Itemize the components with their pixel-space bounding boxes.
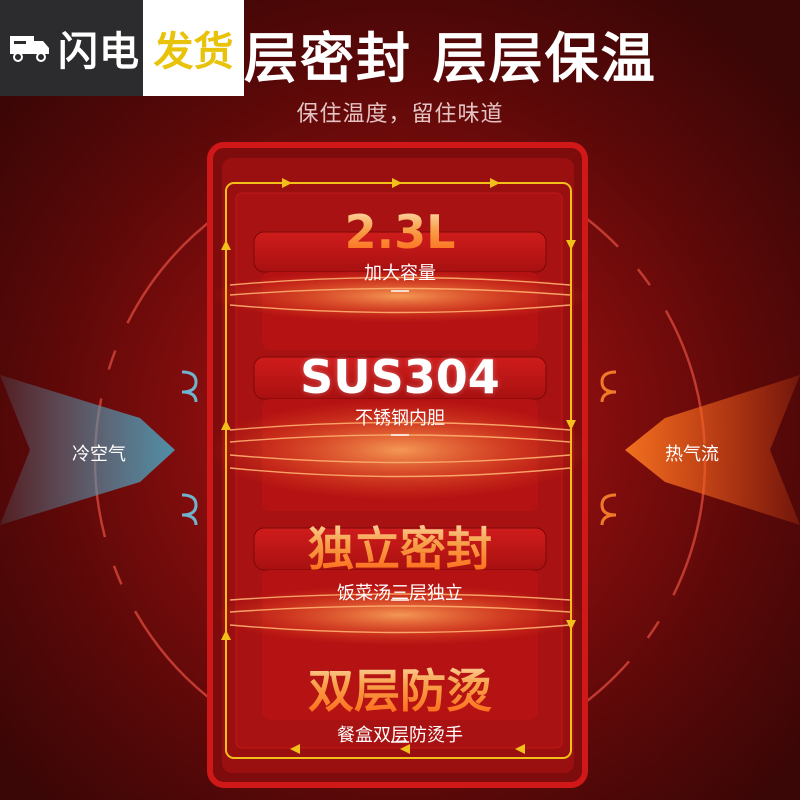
container-4-caption: 餐盒双层防烫手 bbox=[337, 725, 463, 746]
cold-swirl-icon bbox=[181, 370, 198, 526]
container-1-label: 2.3L 加大容量 bbox=[0, 205, 800, 285]
heat-glow-1 bbox=[210, 270, 590, 322]
badge-right: 发货 bbox=[143, 0, 244, 96]
hot-swirl-icon bbox=[600, 370, 617, 526]
container-3-label: 独立密封 饭菜汤三层独立 bbox=[0, 513, 800, 605]
subline: 保住温度，留住味道 bbox=[296, 102, 504, 127]
heat-lines bbox=[229, 276, 571, 634]
cold-air-label: 冷空气 bbox=[72, 444, 126, 465]
container-3-title: 独立密封 bbox=[0, 513, 800, 579]
badge-left: 闪电 bbox=[0, 0, 143, 96]
flow-arrows bbox=[221, 178, 576, 754]
hot-air-arrow bbox=[625, 375, 800, 525]
container-2-title: SUS304 bbox=[300, 350, 500, 404]
delivery-truck-icon bbox=[10, 36, 49, 62]
container-1-title: 2.3L bbox=[0, 205, 800, 259]
hot-air-label: 热气流 bbox=[665, 444, 719, 465]
container-2-label: SUS304 不锈钢内胆 bbox=[0, 350, 800, 430]
badge-left-text: 闪电 bbox=[58, 29, 140, 75]
container-4-label: 双层防烫 餐盒双层防烫手 bbox=[0, 655, 800, 747]
container-2-caption: 不锈钢内胆 bbox=[355, 408, 445, 429]
shipping-badge: 闪电 发货 bbox=[0, 0, 244, 96]
container-3-caption: 饭菜汤三层独立 bbox=[337, 583, 463, 604]
headline: 层密封 层层保温 bbox=[244, 27, 657, 90]
caption-dashes bbox=[391, 290, 409, 743]
cold-air-arrow bbox=[0, 375, 175, 525]
container-4-title: 双层防烫 bbox=[0, 655, 800, 721]
container-1-caption: 加大容量 bbox=[364, 263, 436, 284]
badge-right-text: 发货 bbox=[153, 29, 234, 75]
